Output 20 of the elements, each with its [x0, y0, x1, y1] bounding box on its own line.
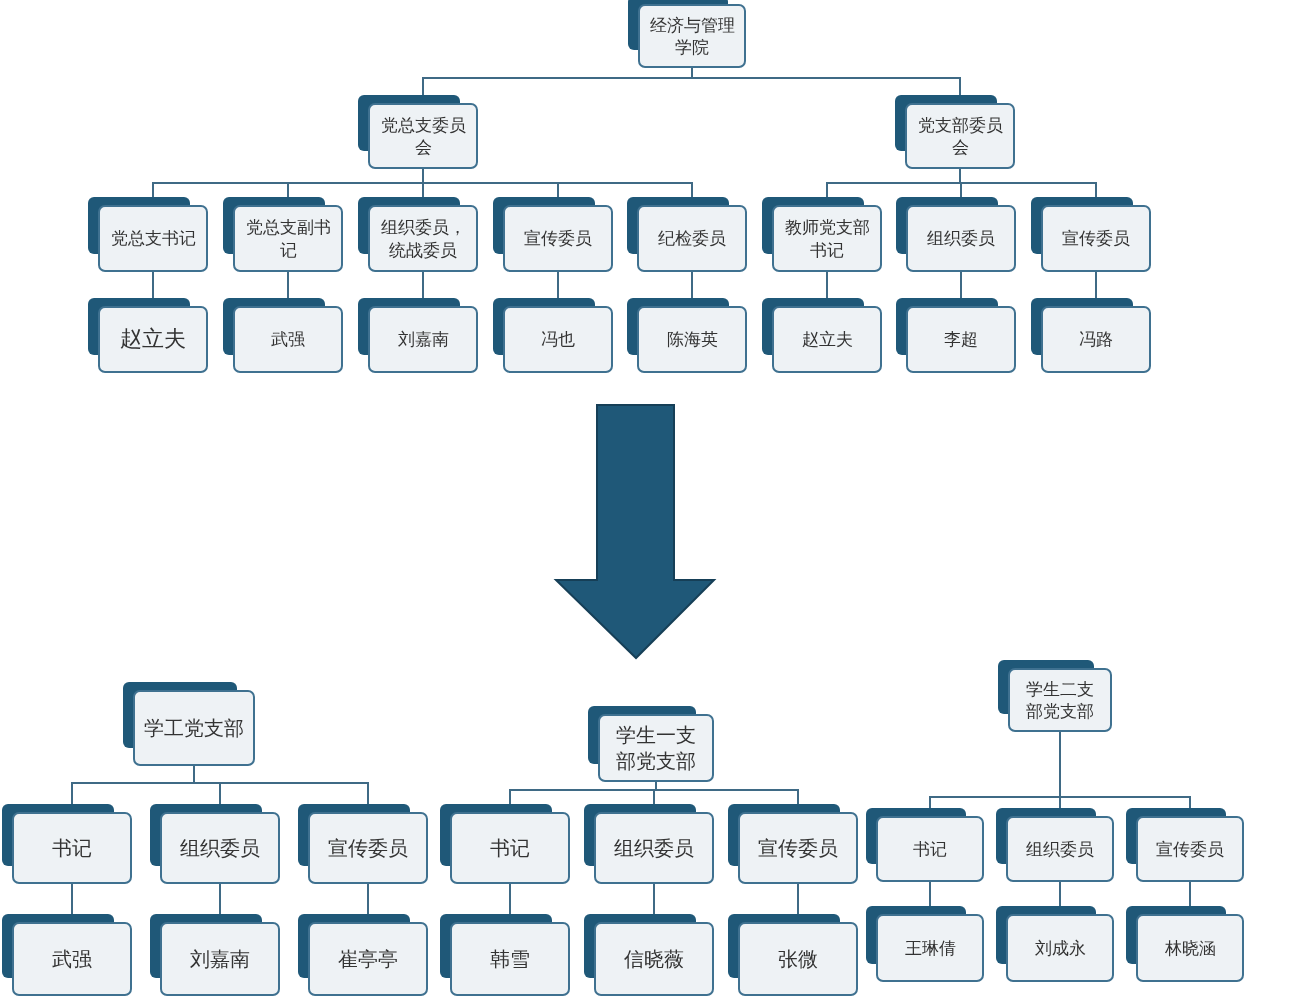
connector-line — [1095, 271, 1097, 299]
connector-line — [152, 271, 154, 299]
connector-line — [1059, 731, 1191, 809]
connector-line — [71, 883, 73, 915]
connector-line — [367, 883, 369, 915]
connector-line — [422, 271, 424, 299]
connector-line — [509, 883, 511, 915]
connector-line — [653, 883, 655, 915]
connector-line — [287, 271, 289, 299]
connector-line — [960, 271, 962, 299]
connector-line — [797, 883, 799, 915]
connector-line — [691, 271, 693, 299]
connector-line — [929, 881, 931, 907]
connector-line — [826, 271, 828, 299]
connector-line — [219, 883, 221, 915]
connector-line — [1059, 881, 1061, 907]
connector-line — [422, 168, 693, 198]
connector-line — [557, 271, 559, 299]
connector-line — [1189, 881, 1191, 907]
connector-line — [691, 67, 961, 96]
